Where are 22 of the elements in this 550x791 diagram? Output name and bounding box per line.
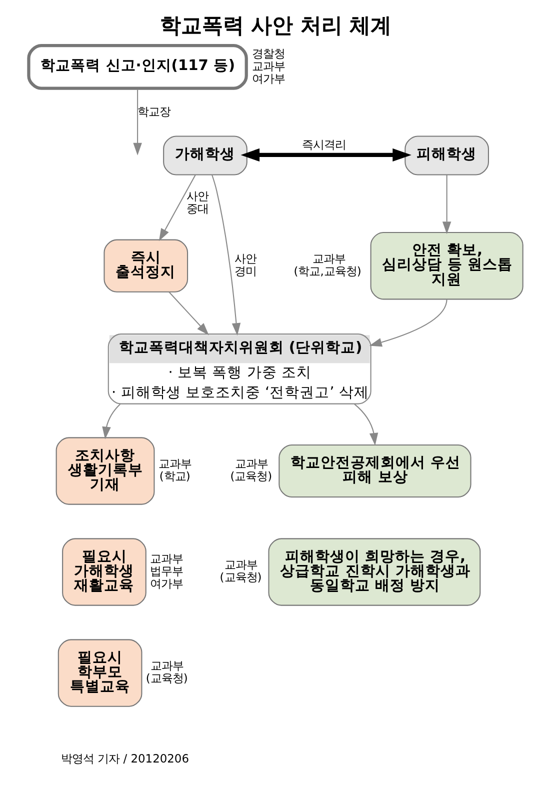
edge-label: 즉시격리 xyxy=(302,138,346,152)
edge-label: 사안 중대 xyxy=(186,189,208,216)
arrow xyxy=(168,292,209,336)
edge-label: 사안 경미 xyxy=(234,252,256,278)
node-label: 교과부 법무부 여가부 xyxy=(150,551,184,590)
arrow xyxy=(354,404,378,446)
arrow xyxy=(211,174,241,336)
arrow xyxy=(102,404,121,440)
arrow xyxy=(369,299,448,347)
diagram-title: 학교폭력 사안 처리 체계 xyxy=(160,14,392,38)
node-label: 교과부 (학교,교육청) xyxy=(294,252,362,278)
node-label: 교과부 (교육청) xyxy=(146,658,188,686)
edge-label: 학교장 xyxy=(138,104,171,119)
arrow xyxy=(133,90,142,156)
node-label: 경찰청 교과부 여가부 xyxy=(252,46,286,86)
arrow xyxy=(442,175,452,234)
arrow xyxy=(240,148,412,162)
arrow xyxy=(158,174,196,242)
node-label: 교과부 (학교) xyxy=(158,456,192,484)
node-label: 교과부 (교육청) xyxy=(220,558,262,584)
label: 박영석 기자 / 20120206 xyxy=(61,751,189,766)
node-label: 교과부 (교육청) xyxy=(230,456,272,484)
